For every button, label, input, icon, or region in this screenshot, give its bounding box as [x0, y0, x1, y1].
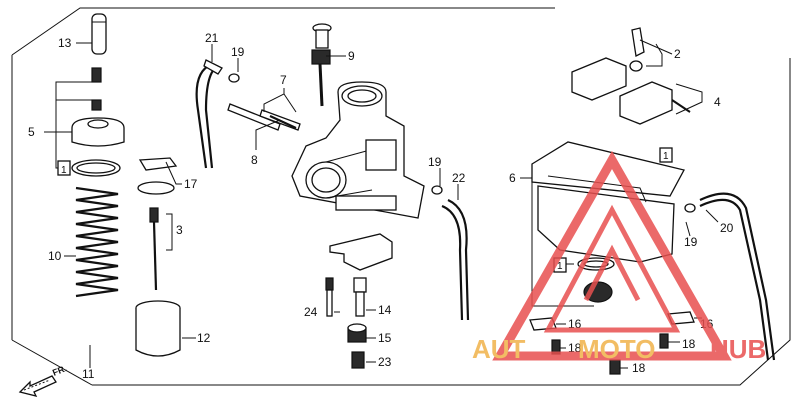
part-label: 1 — [61, 165, 67, 176]
diagram-frame — [11, 7, 791, 386]
part-label: 1 — [663, 151, 669, 162]
part-label: 20 — [720, 221, 734, 235]
part-label: 18 — [682, 337, 696, 351]
watermark-triangle — [492, 150, 732, 361]
part-label: 7 — [280, 73, 287, 87]
part-label: 18 — [632, 361, 646, 375]
drawing-left-column — [71, 13, 240, 357]
part-label: 19 — [231, 45, 245, 59]
part-label: 19 — [684, 235, 698, 249]
part-label: 14 — [378, 303, 392, 317]
drawing-carburetor-body — [227, 23, 425, 369]
front-direction-arrow: FR. — [18, 363, 68, 397]
automotohub-watermark: AUT MOTO HUB — [472, 150, 766, 364]
direction-label: FR. — [51, 363, 68, 378]
part-label: 2 — [674, 47, 681, 61]
part-label: 21 — [205, 31, 219, 45]
part-label: 22 — [452, 171, 466, 185]
part-label: 19 — [428, 155, 442, 169]
watermark-brand-left: AUT — [472, 334, 526, 364]
leader-lines-center — [255, 55, 376, 363]
drawing-float-bowl — [431, 27, 776, 375]
part-label: 11 — [82, 367, 95, 381]
part-label: 4 — [714, 95, 721, 109]
watermark-brand-mid: MOTO — [578, 334, 656, 364]
part-label: 23 — [378, 355, 392, 369]
part-label: 3 — [176, 223, 183, 237]
part-label: 24 — [304, 305, 318, 319]
part-label: 5 — [28, 125, 35, 139]
part-label: 10 — [48, 249, 62, 263]
part-label: 17 — [184, 177, 198, 191]
watermark-brand-right: HUB — [710, 334, 766, 364]
part-label: 1 — [557, 261, 563, 272]
part-label: 6 — [509, 171, 516, 185]
part-label: 12 — [197, 331, 211, 345]
part-label: 13 — [58, 36, 72, 50]
part-labels: 13 5 1 10 12 11 21 19 17 3 24 14 15 23 9… — [28, 31, 734, 381]
part-label: 9 — [348, 49, 355, 63]
part-label: 15 — [378, 331, 392, 345]
part-label: 8 — [251, 153, 258, 167]
